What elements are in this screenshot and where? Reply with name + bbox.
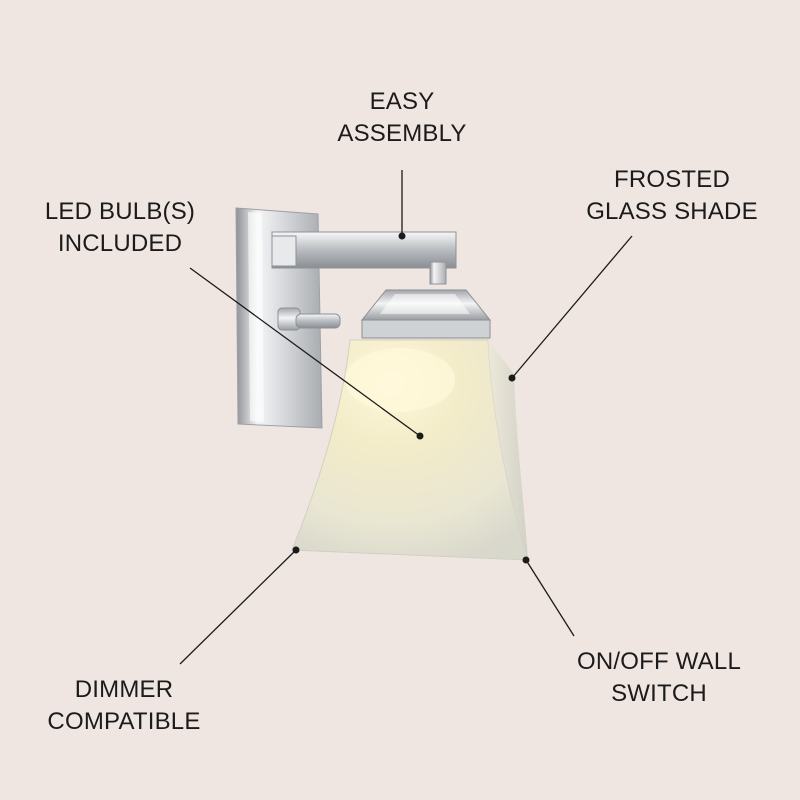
callout-switch-line1: ON/OFF WALL: [577, 648, 741, 675]
callout-lines: [179, 170, 633, 665]
callout-line-switch: [525, 559, 575, 637]
switch-knob: [277, 307, 341, 331]
callout-led-bulb-included: LED BULB(S) INCLUDED: [34, 196, 206, 260]
callout-dot-frosted-glass: [508, 374, 516, 382]
callout-frosted-glass-line1: FROSTED: [613, 166, 731, 193]
callout-line-dimmer: [179, 549, 297, 665]
callout-easy-assembly-line1: EASY: [369, 88, 435, 115]
callout-frosted-glass-shade: FROSTED GLASS SHADE: [586, 164, 758, 228]
callout-dot-easy-assembly: [398, 232, 406, 240]
callout-led-bulb-line1: LED BULB(S): [44, 198, 196, 225]
callout-dots: [292, 232, 530, 564]
callout-switch-line2: SWITCH: [611, 680, 707, 707]
callout-dot-led-bulb: [416, 432, 424, 440]
callout-frosted-glass-line2: GLASS SHADE: [586, 198, 758, 225]
shade-cap: [360, 289, 492, 339]
callout-dot-switch: [522, 556, 530, 564]
callout-dimmer-compatible: DIMMER COMPATIBLE: [40, 674, 208, 738]
callout-line-led-bulb: [189, 267, 421, 437]
callout-dot-dimmer: [292, 546, 300, 554]
callout-line-frosted-glass: [511, 235, 633, 379]
glass-shade: [291, 339, 529, 561]
callout-dimmer-line1: DIMMER: [74, 676, 174, 703]
callout-easy-assembly: EASY ASSEMBLY: [330, 86, 474, 150]
callout-easy-assembly-line2: ASSEMBLY: [337, 120, 467, 147]
arm: [271, 231, 457, 285]
callout-dimmer-line2: COMPATIBLE: [47, 708, 201, 735]
callout-led-bulb-line2: INCLUDED: [57, 230, 183, 257]
callout-on-off-wall-switch: ON/OFF WALL SWITCH: [564, 646, 754, 710]
